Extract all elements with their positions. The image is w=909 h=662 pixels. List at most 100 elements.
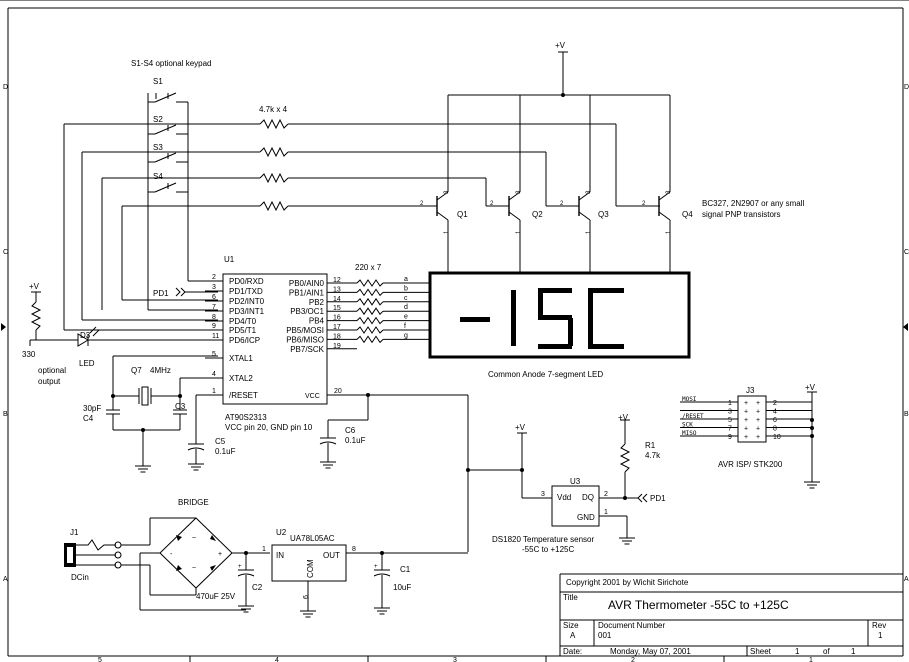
display-digit-5 [538, 288, 573, 349]
isp-signal: /RESET [682, 413, 704, 420]
svg-text:1: 1 [604, 509, 608, 516]
mcu-pin-num: 16 [333, 315, 341, 322]
regulator-part: UA78L05AC [290, 534, 335, 543]
svg-text:3: 3 [586, 190, 592, 194]
mcu-pin-name: PD1/TXD [229, 287, 263, 296]
svg-text:+V: +V [29, 282, 40, 291]
svg-text:of: of [823, 647, 830, 656]
svg-text:Date:: Date: [563, 647, 582, 656]
isp-signal: MISO [682, 430, 697, 437]
isp-pin-num: 3 [728, 409, 732, 416]
isp-pin-num: 6 [773, 417, 777, 424]
mcu-pin-name: PB5/MOSI [286, 326, 324, 335]
svg-text:2: 2 [420, 201, 424, 207]
crystal-freq: 4MHz [150, 366, 171, 375]
switch-s4 [154, 182, 177, 193]
jack-ref: J1 [70, 528, 79, 537]
svg-text:+: + [744, 434, 748, 441]
mcu-ref: U1 [224, 255, 235, 264]
isp-pin-num: 7 [728, 426, 732, 433]
svg-text:0.1uF: 0.1uF [345, 436, 366, 445]
crystal-oscillator: Q7 4MHz 30pF C4 C3 [83, 355, 218, 473]
border-row-label: C [904, 249, 909, 256]
pd1-connector [637, 493, 643, 503]
switch-s3 [154, 152, 177, 163]
crystal-body [141, 386, 149, 406]
resistor-r1 [619, 443, 631, 473]
isp-pin-num: 2 [773, 400, 777, 407]
svg-text:2: 2 [560, 201, 564, 207]
segment-resistor-label: 220 x 7 [355, 263, 382, 272]
svg-text:OUT: OUT [323, 551, 340, 560]
svg-text:3: 3 [666, 190, 672, 194]
mcu-note: VCC pin 20, GND pin 10 [225, 423, 313, 432]
isp-ref: J3 [746, 386, 755, 395]
svg-text:LED: LED [79, 359, 95, 368]
svg-text:Title: Title [563, 593, 578, 602]
mcu-pin-name: PB3/OC1 [290, 307, 324, 316]
svg-text:+: + [744, 409, 748, 416]
svg-text:DS1820 Temperature sensor: DS1820 Temperature sensor [492, 535, 594, 544]
svg-text:C3: C3 [175, 402, 186, 411]
svg-text:COM: COM [306, 559, 315, 578]
transistor-array: +V 2 3 1 Q1 2 3 1 Q2 2 3 1 Q3 [420, 41, 805, 272]
svg-text:~: ~ [192, 535, 196, 542]
drawing-date: Monday, May 07, 2001 [610, 647, 691, 656]
svg-text:10uF: 10uF [393, 583, 411, 592]
regulator-ref: U2 [276, 528, 287, 537]
svg-text:001: 001 [598, 631, 612, 640]
svg-text:-: - [170, 551, 173, 558]
border-row-label: D [904, 84, 909, 91]
svg-text:Vdd: Vdd [557, 493, 571, 502]
svg-text:A: A [570, 631, 576, 640]
svg-text:Rev: Rev [872, 621, 886, 630]
mcu-vcc-label: VCC [305, 393, 320, 400]
mcu-pin-name: PD6/ICP [229, 336, 260, 345]
svg-text:1: 1 [444, 230, 450, 234]
transistor-label-q1: Q1 [457, 210, 468, 219]
display-digit-c [588, 288, 624, 349]
sensor-ref: U3 [570, 477, 581, 486]
segment-resistor [356, 335, 384, 344]
pd1-connector [175, 287, 181, 297]
svg-text:C5: C5 [215, 437, 226, 446]
isp-pin-num: 9 [728, 434, 732, 441]
segment-resistor [356, 297, 384, 306]
isp-pin-num: 4 [773, 409, 777, 416]
isp-pin-num: 10 [773, 434, 781, 441]
svg-text:+: + [756, 426, 760, 433]
border-col-label: 3 [453, 657, 457, 662]
border-col-label: 5 [98, 657, 102, 662]
border-row-label: D [3, 84, 8, 91]
mcu-pin-name: XTAL2 [229, 374, 253, 383]
mcu-pin-name: XTAL1 [229, 354, 253, 363]
mcu-pin-num: 14 [333, 296, 341, 303]
svg-text:R1: R1 [645, 441, 656, 450]
isp-signal: MOSI [682, 396, 697, 403]
sensor-body [551, 485, 600, 527]
svg-text:3: 3 [444, 190, 450, 194]
svg-text:4.7k: 4.7k [645, 451, 661, 460]
mcu-pin-num: 2 [212, 274, 216, 281]
display-caption: Common Anode 7-segment LED [488, 370, 603, 379]
mcu-pin-num: 17 [333, 324, 341, 331]
mcu-pin-num: 6 [212, 294, 216, 301]
svg-text:6: 6 [303, 595, 310, 599]
mcu-pin-num: 9 [212, 323, 216, 330]
reset-circuit: C5 0.1uF [187, 394, 236, 471]
segment-resistor [356, 316, 384, 325]
copyright: Copyright 2001 by Wichit Sirichote [566, 578, 689, 587]
switch-label-s1: S1 [153, 77, 163, 86]
transistor-label-q4: Q4 [682, 210, 693, 219]
title-block: Copyright 2001 by Wichit Sirichote Title… [559, 573, 903, 656]
svg-text:C2: C2 [252, 583, 263, 592]
svg-text:0.1uF: 0.1uF [215, 447, 236, 456]
isp-header-j3: J3 MOSI1++23++4/RESET5++6SCK7++8MISO9++1… [680, 383, 821, 489]
mcu-pin-name: PB2 [309, 298, 325, 307]
svg-text:+: + [744, 426, 748, 433]
svg-text:DQ: DQ [582, 493, 594, 502]
mcu-pin-num: 5 [212, 351, 216, 358]
isp-signal: SCK [682, 422, 693, 429]
transistor-note: signal PNP transistors [702, 210, 781, 219]
